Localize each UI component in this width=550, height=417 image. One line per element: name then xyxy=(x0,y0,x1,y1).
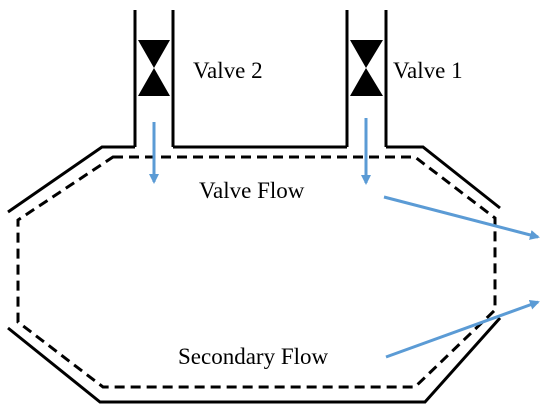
secondary-flow-label: Secondary Flow xyxy=(178,344,329,369)
secondary-flow-arrow-icon xyxy=(385,300,540,359)
valve-1-label: Valve 1 xyxy=(393,58,463,83)
valve-1-pipe xyxy=(345,10,388,147)
valve-flow-label: Valve Flow xyxy=(199,178,305,203)
flow-arrows xyxy=(149,118,540,359)
vessel-inner-dashed-path xyxy=(16,155,497,389)
valve-flow-arrow-icon xyxy=(383,195,540,240)
valve-2-label: Valve 2 xyxy=(193,58,263,83)
vessel-outer-wall xyxy=(7,145,502,404)
valve-2-pipe xyxy=(133,10,175,147)
valve-1-bowtie-icon xyxy=(350,40,383,96)
valve-2-bowtie-icon xyxy=(138,40,170,96)
